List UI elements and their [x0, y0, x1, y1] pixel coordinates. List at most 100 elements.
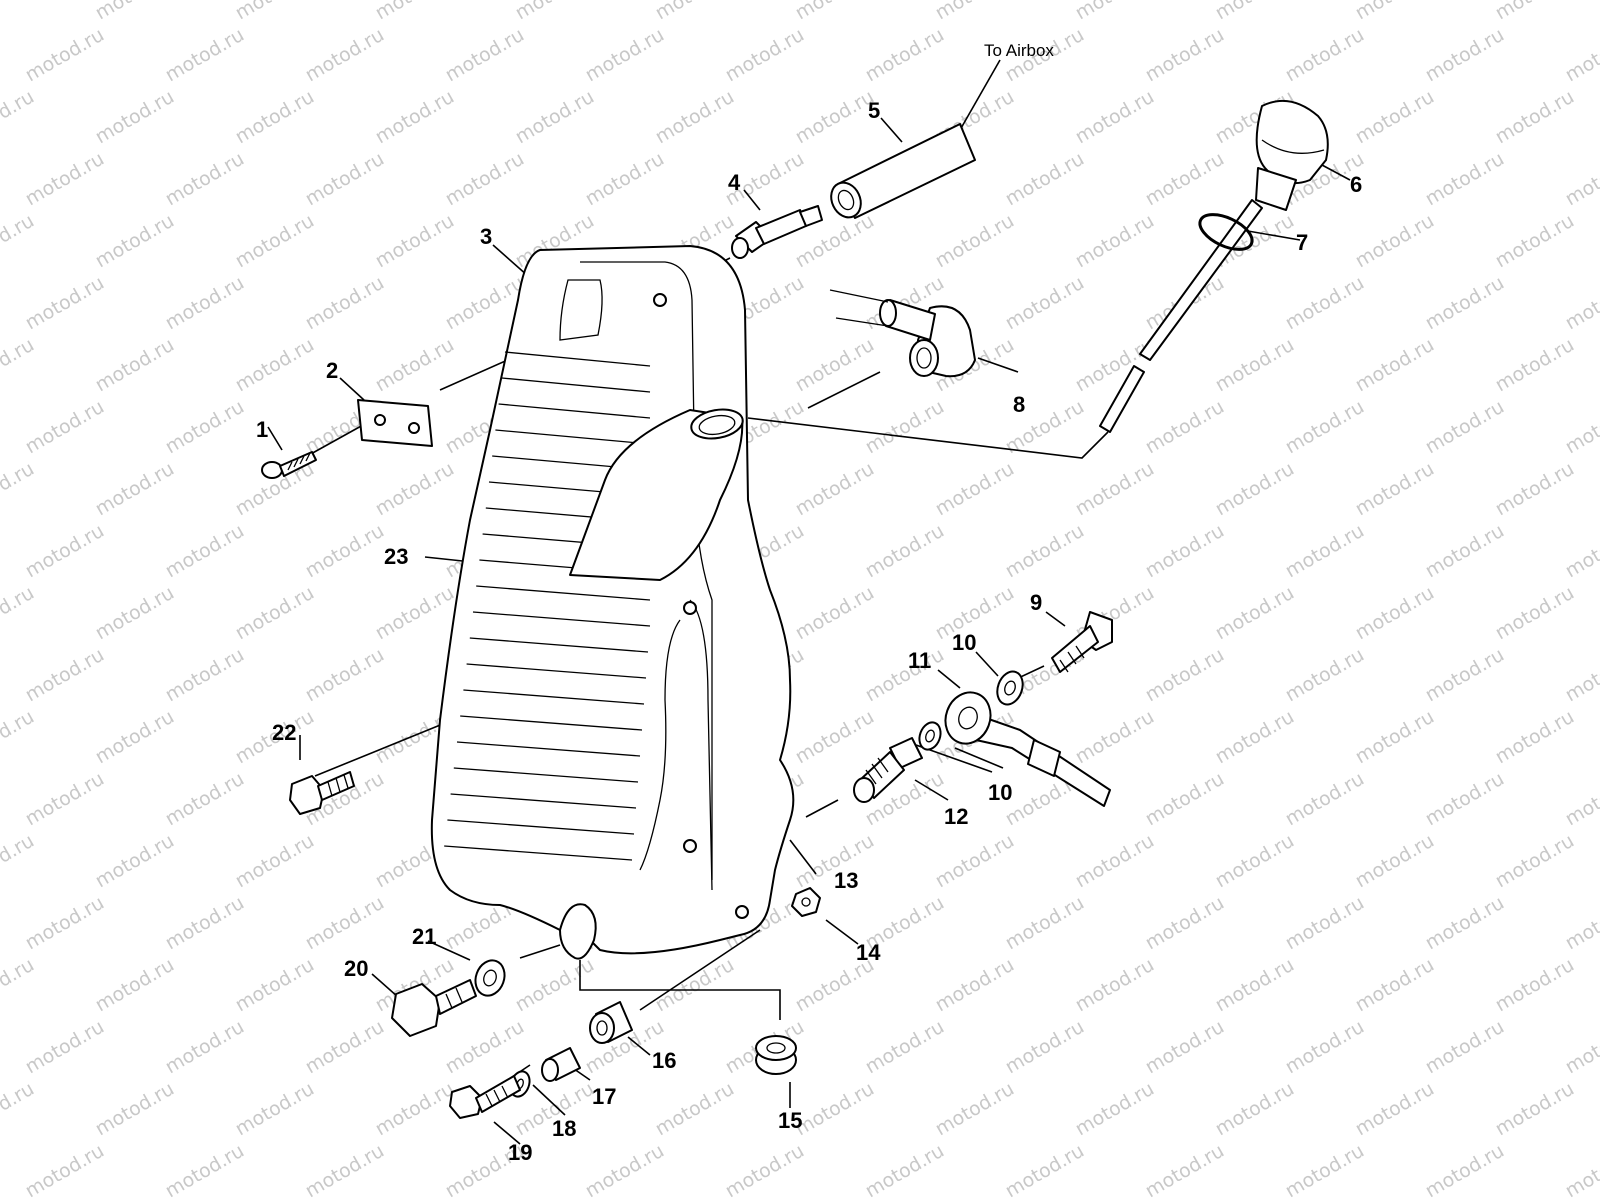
watermark-text: motod.ru [1352, 458, 1438, 521]
watermark-text: motod.ru [1072, 210, 1158, 273]
watermark-text: motod.ru [1562, 1016, 1600, 1079]
watermark-text: motod.ru [932, 1078, 1018, 1141]
tank-rib [501, 377, 651, 393]
watermark-text: motod.ru [232, 830, 318, 893]
watermark-text: motod.ru [92, 458, 178, 521]
watermark-text: motod.ru [1492, 954, 1578, 1017]
watermark-text: motod.ru [232, 1078, 318, 1141]
watermark-text: motod.ru [1352, 582, 1438, 645]
nut-icon [791, 887, 821, 917]
watermark-text: motod.ru [92, 210, 178, 273]
watermark-text: motod.ru [1422, 148, 1508, 211]
watermark-text: motod.ru [92, 86, 178, 149]
watermark-text: motod.ru [932, 830, 1018, 893]
watermark-text: motod.ru [1352, 1078, 1438, 1141]
watermark-text: motod.ru [1072, 830, 1158, 893]
watermark-text: motod.ru [1282, 520, 1368, 583]
watermark-text: motod.ru [372, 1078, 458, 1141]
watermark-text: motod.ru [92, 1078, 178, 1141]
watermark-text: motod.ru [1492, 1078, 1578, 1141]
watermark-text: motod.ru [1562, 1140, 1600, 1200]
watermark-text: motod.ru [932, 954, 1018, 1017]
watermark-text: motod.ru [1492, 0, 1578, 24]
banjo-fitting-icon [944, 691, 1111, 807]
watermark-text: motod.ru [1422, 1016, 1508, 1079]
watermark-text: motod.ru [1142, 644, 1228, 707]
watermark-text: motod.ru [92, 706, 178, 769]
elbow-fitting-icon [829, 289, 976, 378]
callout-23: 23 [384, 544, 408, 569]
watermark-text: motod.ru [0, 210, 38, 273]
watermark-text: motod.ru [1352, 86, 1438, 149]
tank-rib [469, 637, 649, 653]
watermark-text: motod.ru [442, 24, 528, 87]
watermark-text: motod.ru [22, 396, 108, 459]
watermark-text: motod.ru [372, 86, 458, 149]
tank-rib [447, 819, 635, 835]
watermark-text: motod.ru [232, 954, 318, 1017]
watermark-text: motod.ru [1212, 0, 1298, 24]
watermark-text: motod.ru [1212, 706, 1298, 769]
callout-3: 3 [480, 224, 492, 249]
watermark-text: motod.ru [92, 334, 178, 397]
watermark-text: motod.ru [652, 0, 738, 24]
watermark-text: motod.ru [1352, 830, 1438, 893]
watermark-text: motod.ru [1562, 768, 1600, 831]
watermark-text: motod.ru [0, 706, 38, 769]
watermark-text: motod.ru [232, 86, 318, 149]
watermark-text: motod.ru [862, 520, 948, 583]
watermark-text: motod.ru [652, 86, 738, 149]
watermark-text: motod.ru [1282, 396, 1368, 459]
watermark-text: motod.ru [582, 24, 668, 87]
watermark-text: motod.ru [162, 1016, 248, 1079]
watermark-text: motod.ru [1142, 148, 1228, 211]
watermark-text: motod.ru [1212, 830, 1298, 893]
watermark-text: motod.ru [862, 1140, 948, 1200]
watermark-text: motod.ru [1492, 582, 1578, 645]
watermark-text: motod.ru [722, 24, 808, 87]
watermark-text: motod.ru [0, 830, 38, 893]
watermark-text: motod.ru [22, 1140, 108, 1200]
tank-rib [456, 741, 641, 757]
watermark-text: motod.ru [1562, 148, 1600, 211]
callout-16: 16 [652, 1048, 676, 1073]
callout-10-lower: 10 [988, 780, 1012, 805]
watermark-text: motod.ru [162, 24, 248, 87]
watermark-text: motod.ru [862, 396, 948, 459]
watermark-text: motod.ru [162, 768, 248, 831]
watermark-text: motod.ru [162, 1140, 248, 1200]
watermark-text: motod.ru [1282, 644, 1368, 707]
watermark-text: motod.ru [1142, 1140, 1228, 1200]
watermark-text: motod.ru [1072, 458, 1158, 521]
watermark-text: motod.ru [302, 520, 388, 583]
watermark-text: motod.ru [1282, 1016, 1368, 1079]
watermark-text: motod.ru [22, 768, 108, 831]
callout-12: 12 [944, 804, 968, 829]
watermark-text: motod.ru [932, 458, 1018, 521]
watermark-text: motod.ru [1142, 520, 1228, 583]
watermark-text: motod.ru [932, 0, 1018, 24]
watermark-text: motod.ru [1492, 86, 1578, 149]
watermark-text: motod.ru [0, 582, 38, 645]
tank-rib [495, 429, 651, 445]
watermark-text: motod.ru [232, 334, 318, 397]
tank-rib [498, 403, 651, 419]
watermark-text: motod.ru [1072, 1078, 1158, 1141]
tank-rib [450, 793, 637, 809]
watermark-text: motod.ru [1562, 396, 1600, 459]
watermark-text: motod.ru [302, 24, 388, 87]
watermark-text: motod.ru [1072, 334, 1158, 397]
watermark-text: motod.ru [162, 148, 248, 211]
watermark-text: motod.ru [1422, 1140, 1508, 1200]
callout-8: 8 [1013, 392, 1025, 417]
callout-9: 9 [1030, 590, 1042, 615]
callout-19: 19 [508, 1140, 532, 1165]
watermark-text: motod.ru [1352, 954, 1438, 1017]
watermark-text: motod.ru [22, 644, 108, 707]
watermark-text: motod.ru [1072, 0, 1158, 24]
tank-rib [466, 663, 647, 679]
watermark-text: motod.ru [302, 1016, 388, 1079]
watermark-text: motod.ru [302, 644, 388, 707]
watermark-text: motod.ru [792, 334, 878, 397]
watermark-text: motod.ru [1492, 830, 1578, 893]
